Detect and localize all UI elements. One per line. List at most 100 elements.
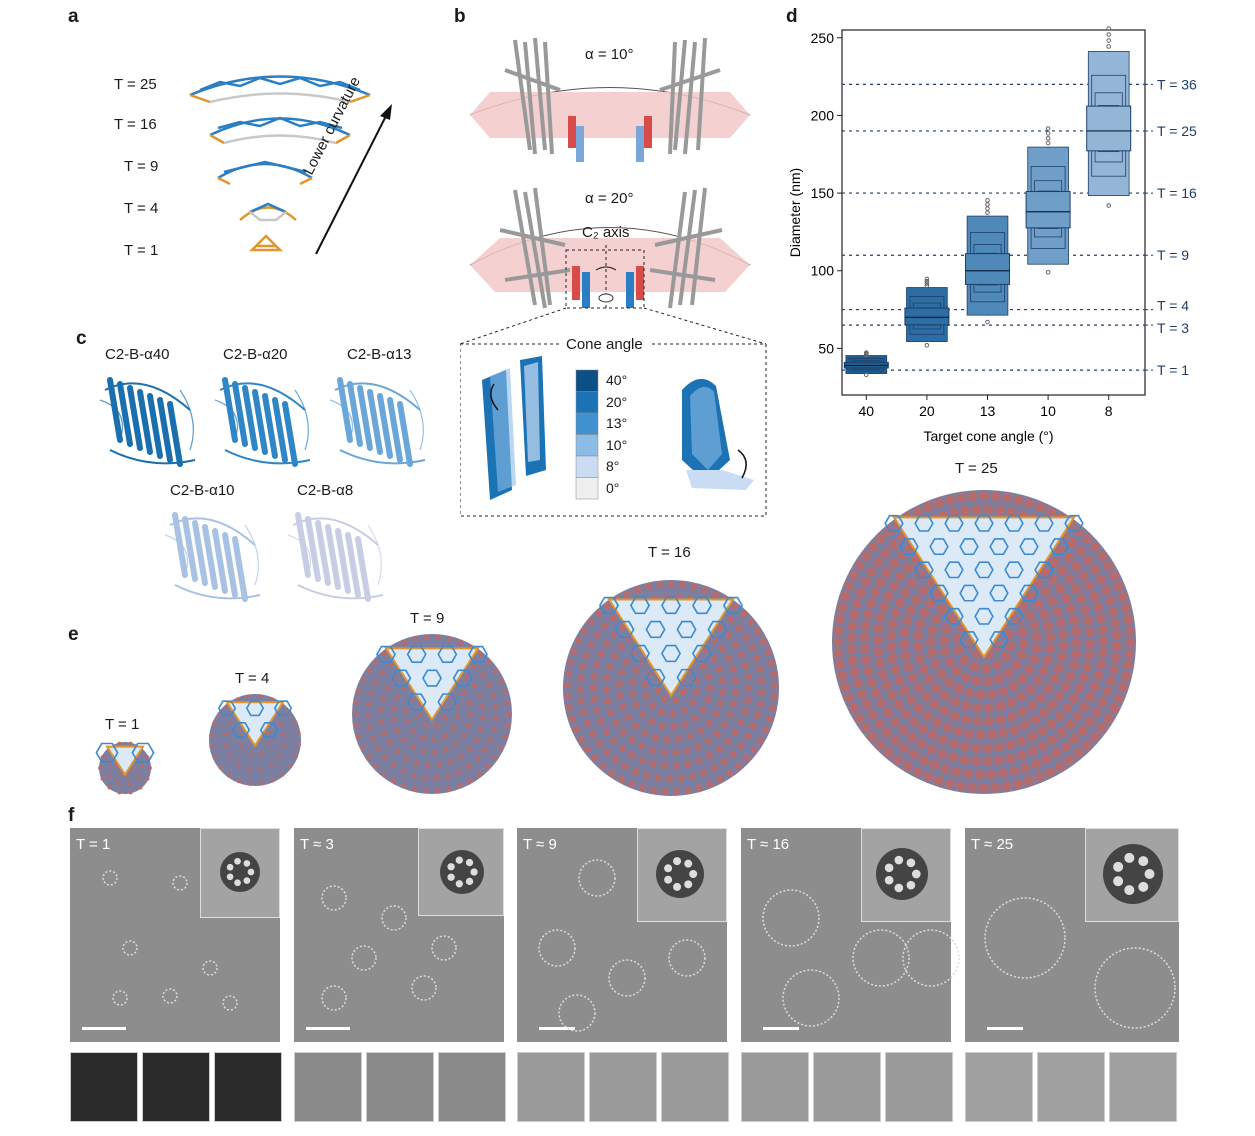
capsid-sphere (563, 580, 779, 796)
variant-structure (329, 377, 426, 467)
capsid-sphere (209, 694, 301, 786)
outlier-point (1106, 26, 1112, 31)
t-label-1: T = 1 (124, 242, 159, 259)
em-inset-t1 (200, 828, 280, 918)
class-average-image (366, 1052, 434, 1122)
capsid-label-t4: T = 4 (235, 670, 270, 687)
class-average-image (661, 1052, 729, 1122)
boxen-center (1025, 191, 1071, 229)
alpha-10-label: α = 10° (585, 46, 634, 63)
variant-label-a13: C2-B-α13 (347, 346, 412, 363)
outlier-point (1106, 32, 1112, 37)
reference-line-label: T = 16 (1157, 185, 1197, 201)
rotate-arrow-right-icon (737, 449, 747, 479)
outlier-point (924, 281, 930, 286)
variant-structures (99, 377, 426, 602)
zoom-helix-left (482, 356, 546, 500)
panel-label-b: b (454, 6, 466, 27)
plot-frame (841, 29, 1146, 396)
helix-bundle-right-top (659, 37, 721, 155)
class-average-image (741, 1052, 809, 1122)
t-label-9: T = 9 (124, 158, 159, 175)
cone-level-label: 13° (606, 415, 628, 431)
shell-t1 (248, 234, 284, 252)
variant-structure (164, 512, 261, 602)
outlier-point (924, 278, 930, 284)
y-tick-label: 200 (811, 107, 835, 123)
outlier-point (924, 342, 930, 348)
outlier-point (924, 276, 930, 282)
capsid-label-t16: T = 16 (648, 544, 691, 561)
lattice-triangle (105, 745, 145, 777)
capsid-label-t1: T = 1 (105, 716, 140, 733)
colorbar-swatch (575, 369, 599, 392)
x-tick-label: 40 (859, 403, 875, 419)
outlier-point (1045, 126, 1051, 131)
variant-label-a40: C2-B-α40 (105, 346, 170, 363)
boxen-center (904, 307, 950, 326)
em-inset-t25 (1085, 828, 1179, 922)
em-inset-t3 (418, 828, 504, 916)
colorbar-swatch (575, 391, 599, 414)
lattice-triangle (225, 701, 285, 748)
variant-structure (287, 512, 384, 602)
outlier-point (1106, 44, 1112, 49)
capsid-renders (95, 490, 1136, 796)
x-tick-label: 13 (980, 403, 996, 419)
class-average-image (294, 1052, 362, 1122)
scale-bar (987, 1027, 1023, 1030)
boxen-center (1086, 105, 1132, 152)
alpha-20-label: α = 20° (585, 190, 634, 207)
em-micrograph-t16: T ≈ 16 (741, 828, 951, 1042)
boxen-13 (965, 198, 1010, 325)
cone-level-label: 20° (606, 393, 628, 410)
arrow-head-icon (380, 104, 392, 120)
helix-bundle-right-bottom (649, 187, 723, 309)
rotate-arrow-left-icon (490, 383, 499, 411)
x-tick-label: 8 (1105, 403, 1113, 419)
boxen-center (965, 253, 1010, 285)
rotation-arrow-icon (595, 266, 617, 271)
y-tick-label: 250 (811, 30, 835, 46)
cone-angle-colorbar (575, 369, 599, 500)
em-micrograph-t1: T = 1 (70, 828, 280, 1042)
class-average-image (517, 1052, 585, 1122)
em-micrograph-t3: T ≈ 3 (294, 828, 504, 1042)
y-axis-label: Diameter (nm) (787, 168, 803, 257)
curvature-shells (189, 75, 392, 255)
em-inset-t9 (637, 828, 727, 922)
capsid-sphere (95, 741, 155, 795)
panel-f: T = 1 T ≈ 3 T ≈ 9 T ≈ 16 T ≈ 25 (0, 828, 1255, 1136)
outlier-point (985, 198, 990, 203)
colorbar-swatch (575, 412, 599, 435)
outlier-point (1045, 140, 1051, 146)
outlier-point (1106, 38, 1112, 43)
scale-bar (306, 1027, 350, 1030)
outlier-point (864, 372, 869, 378)
outlier-point (985, 202, 990, 207)
class-average-image (1037, 1052, 1105, 1122)
outlier-point (864, 350, 869, 355)
t-label-16: T = 16 (114, 116, 157, 133)
shell-t4 (239, 202, 297, 222)
outlier-point (1106, 203, 1112, 208)
capsid-sphere (352, 634, 512, 794)
boxen-40 (843, 350, 889, 378)
class-average-image (70, 1052, 138, 1122)
scale-bar (763, 1027, 799, 1030)
outlier-point (985, 319, 990, 325)
em-tag-t1: T = 1 (76, 836, 111, 853)
em-micrograph-t25: T ≈ 25 (965, 828, 1179, 1042)
capsid-sphere (832, 490, 1136, 794)
class-average-image (214, 1052, 282, 1122)
variant-label-a8: C2-B-α8 (297, 482, 354, 499)
panel-label-d: d (786, 6, 798, 27)
cone-level-label: 10° (606, 436, 628, 453)
t-label-4: T = 4 (124, 200, 159, 217)
colorbar-swatch (575, 477, 599, 500)
variant-structure (99, 377, 196, 467)
shell-t16 (209, 116, 351, 145)
cone-level-label: 8° (606, 458, 620, 474)
class-average-image (965, 1052, 1033, 1122)
outlier-point (1045, 269, 1051, 275)
